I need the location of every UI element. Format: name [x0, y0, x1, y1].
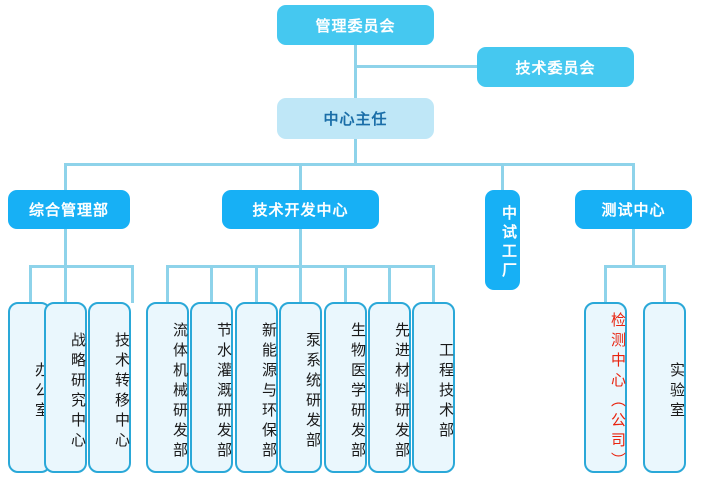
connector-gm-leaf-1 — [29, 265, 32, 303]
connector-tc-leaf-2 — [663, 265, 666, 303]
node-inspection-center-company[interactable]: 检测中心（公司） — [584, 302, 627, 473]
connector-general-management-down — [64, 229, 67, 267]
node-water-saving-irrigation-rd[interactable]: 节水灌溉研发部 — [190, 302, 233, 473]
node-laboratory[interactable]: 实验室 — [643, 302, 686, 473]
connector-td-leaf-4 — [299, 265, 302, 303]
node-tech-development-center[interactable]: 技术开发中心 — [222, 190, 379, 229]
connector-gm-leaf-3 — [131, 265, 134, 303]
node-pump-system-rd[interactable]: 泵系统研发部 — [279, 302, 322, 473]
node-biomedical-rd[interactable]: 生物医学研发部 — [324, 302, 367, 473]
connector-department-bus — [64, 163, 635, 166]
connector-td-leaf-7 — [432, 265, 435, 303]
connector-bus-to-general-management — [64, 163, 67, 190]
node-engineering-technology[interactable]: 工程技术部 — [412, 302, 455, 473]
connector-td-leaf-2 — [210, 265, 213, 303]
connector-bus-to-pilot-plant — [501, 163, 504, 190]
node-pilot-plant[interactable]: 中试工厂 — [485, 190, 520, 290]
connector-general-management-bus — [29, 265, 134, 268]
node-center-director[interactable]: 中心主任 — [277, 98, 434, 139]
connector-td-leaf-1 — [166, 265, 169, 303]
connector-director-down — [354, 139, 357, 165]
connector-testing-center-down — [632, 229, 635, 267]
node-fluid-machinery-rd[interactable]: 流体机械研发部 — [146, 302, 189, 473]
node-mgmt-committee[interactable]: 管理委员会 — [277, 5, 434, 45]
connector-trunk-to-tech-committee — [354, 65, 478, 68]
node-new-energy-environment[interactable]: 新能源与环保部 — [235, 302, 278, 473]
connector-tc-leaf-1 — [604, 265, 607, 303]
connector-bus-to-tech-development — [299, 163, 302, 190]
connector-mgmt-to-director — [354, 45, 357, 98]
connector-bus-to-testing-center — [632, 163, 635, 190]
connector-td-leaf-5 — [344, 265, 347, 303]
connector-tech-development-down — [299, 229, 302, 267]
connector-gm-leaf-2 — [64, 265, 67, 303]
node-strategy-research-center[interactable]: 战略研究中心 — [44, 302, 87, 473]
connector-td-leaf-3 — [255, 265, 258, 303]
node-advanced-materials-rd[interactable]: 先进材料研发部 — [368, 302, 411, 473]
node-tech-transfer-center[interactable]: 技术转移中心 — [88, 302, 131, 473]
node-general-management[interactable]: 综合管理部 — [8, 190, 130, 229]
node-testing-center[interactable]: 测试中心 — [575, 190, 692, 229]
connector-testing-center-bus — [604, 265, 666, 268]
connector-td-leaf-6 — [388, 265, 391, 303]
node-tech-committee[interactable]: 技术委员会 — [477, 47, 634, 87]
